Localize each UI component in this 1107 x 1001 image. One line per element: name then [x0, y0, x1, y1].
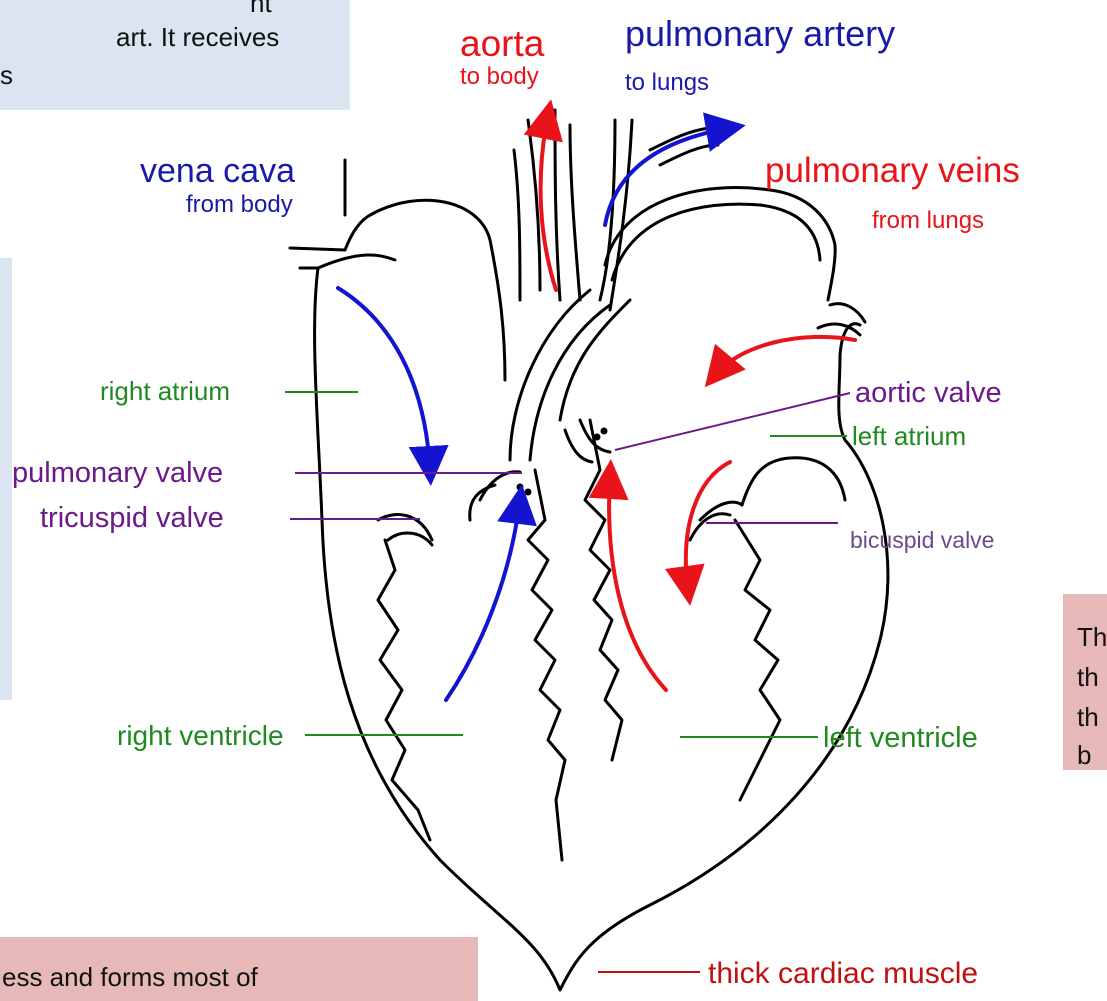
arrow-right-ventricle-up	[446, 500, 520, 700]
label-aortic-valve: aortic valve	[855, 377, 1002, 409]
label-bicuspid-valve: bicuspid valve	[850, 527, 994, 553]
label-aorta: aorta	[460, 23, 545, 64]
label-tricuspid-valve: tricuspid valve	[40, 502, 224, 534]
structure-labels: right atrium pulmonary valve tricuspid v…	[12, 376, 1002, 990]
label-right-atrium: right atrium	[100, 376, 230, 406]
label-left-atrium: left atrium	[852, 421, 966, 451]
label-aorta-sub: to body	[460, 63, 539, 90]
arrow-vena-cava-in	[338, 288, 430, 470]
label-vena-cava-sub: from body	[186, 191, 293, 218]
label-pulmonary-artery: pulmonary artery	[625, 13, 895, 54]
leader-aortic-valve	[615, 393, 850, 450]
vessel-labels: aorta to body pulmonary artery to lungs …	[140, 13, 1020, 234]
arrow-left-ventricle-up	[609, 475, 666, 690]
heart-outline	[290, 110, 888, 990]
blood-flow-arrows	[338, 115, 855, 700]
label-left-ventricle: left ventricle	[823, 722, 978, 754]
label-thick-cardiac-muscle: thick cardiac muscle	[708, 957, 978, 990]
label-right-ventricle: right ventricle	[117, 720, 284, 751]
label-vena-cava: vena cava	[140, 152, 295, 190]
label-pulmonary-veins: pulmonary veins	[765, 151, 1020, 190]
label-pulmonary-veins-sub: from lungs	[872, 207, 984, 234]
arrow-left-atrium-down	[686, 462, 730, 590]
label-pulmonary-artery-sub: to lungs	[625, 69, 709, 96]
label-pulmonary-valve: pulmonary valve	[12, 457, 223, 489]
arrow-pulmonary-veins-in	[715, 337, 855, 375]
